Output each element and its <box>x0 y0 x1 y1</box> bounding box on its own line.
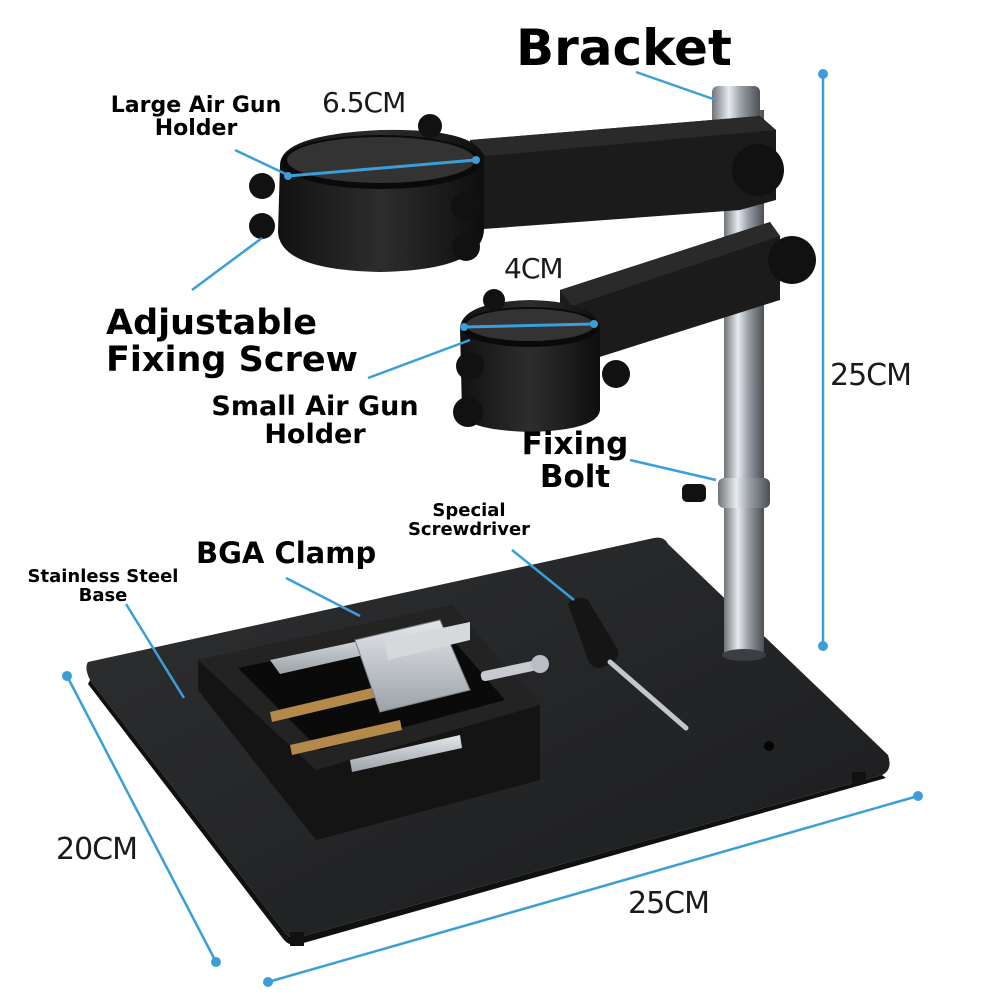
leader-lines <box>124 70 717 699</box>
leader-bracket <box>635 70 717 102</box>
special-screwdriver-label: Special Screwdriver <box>398 500 540 540</box>
bga-clamp-label: BGA Clamp <box>196 536 377 570</box>
leader-small-holder <box>367 338 471 380</box>
screwdriver-label-line1: Special <box>432 500 506 521</box>
bracket-label: Bracket <box>516 19 732 77</box>
adjustable-label-line2: Fixing Screw <box>106 339 358 380</box>
small-air-gun-holder-label: Small Air Gun Holder <box>204 391 426 451</box>
dimension-lines <box>62 69 923 987</box>
fixing-bolt-label-line1: Fixing <box>521 426 629 462</box>
leader-base <box>124 603 186 699</box>
small-holder-label-line2: Holder <box>264 419 366 451</box>
adjustable-label-line1: Adjustable <box>106 303 318 343</box>
fixing-bolt-label-line2: Bolt <box>539 458 611 495</box>
large-holder-label-line2: Holder <box>154 116 238 142</box>
leader-bga-clamp <box>285 576 361 618</box>
leader-large-holder <box>234 148 291 178</box>
large-air-gun-holder-label: Large Air Gun Holder <box>104 94 288 140</box>
large-holder-label-line1: Large Air Gun <box>110 93 282 118</box>
large-diameter-label: 6.5CM <box>322 86 406 119</box>
large-air-gun-holder <box>249 114 784 272</box>
small-holder-label-line1: Small Air Gun <box>211 391 419 422</box>
base-label-line2: Base <box>78 584 128 606</box>
bga-clamp <box>198 605 549 840</box>
height-label: 25CM <box>830 358 912 393</box>
adjustable-fixing-screw-label: Adjustable Fixing Screw <box>106 305 358 379</box>
special-screwdriver <box>568 597 689 731</box>
leader-fixing-bolt <box>629 458 717 482</box>
width-dimension-line <box>267 794 919 984</box>
leader-adjustable-screw <box>191 236 263 292</box>
small-diameter-label: 4CM <box>504 252 564 285</box>
stainless-steel-base-label: Stainless Steel Base <box>20 566 186 606</box>
depth-dimension-line <box>65 675 218 963</box>
screwdriver-label-line2: Screwdriver <box>407 518 531 540</box>
large-diameter-indicator <box>284 156 480 180</box>
small-diameter-indicator <box>460 320 598 331</box>
leader-screwdriver <box>511 549 575 601</box>
depth-label: 20CM <box>56 832 138 867</box>
base-label-line1: Stainless Steel <box>27 566 179 587</box>
width-label: 25CM <box>628 886 710 921</box>
fixing-bolt-label: Fixing Bolt <box>518 428 632 493</box>
